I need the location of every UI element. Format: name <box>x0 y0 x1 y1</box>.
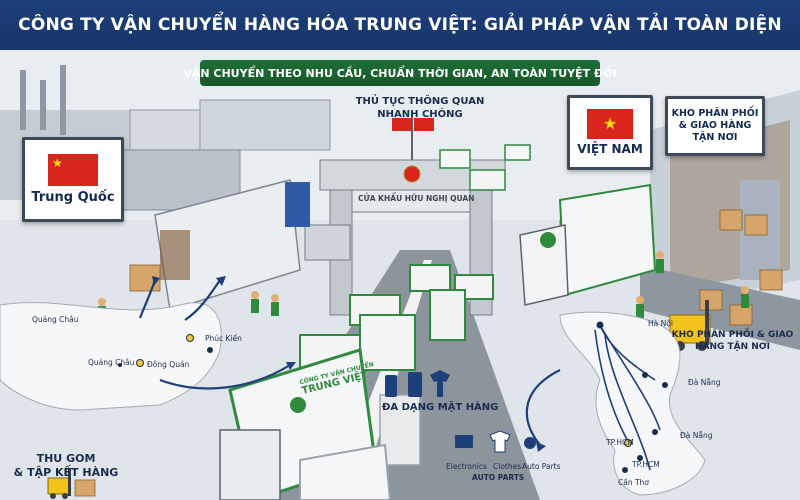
page-title: CÔNG TY VẬN CHUYỂN HÀNG HÓA TRUNG VIỆT: … <box>18 15 782 35</box>
china-city-label: Đông Quản <box>147 360 190 369</box>
vietnam-city-label: TP.HCM <box>606 438 634 447</box>
collection-label-line2: & TẬP KẾT HÀNG <box>13 466 119 480</box>
header-banner: CÔNG TY VẬN CHUYỂN HÀNG HÓA TRUNG VIỆT: … <box>0 0 800 50</box>
vietnam-map <box>559 311 706 496</box>
china-truck <box>154 179 310 311</box>
product-item-label: Clothes <box>493 462 522 471</box>
products-title-text: ĐA DẠNG MẶT HÀNG <box>382 402 499 413</box>
products-title: ĐA DẠNG MẶT HÀNG <box>382 402 498 413</box>
distribution-sign-label: KHO PHÂN PHỐI & GIAO HÀNG TẬN NƠI <box>671 108 759 143</box>
china-sign: ★ Trung Quốc <box>22 137 124 222</box>
china-city-label: Phúc Kiến <box>205 334 242 343</box>
tagline-banner: VẬN CHUYỂN THEO NHU CẦU, CHUẨN THỜI GIAN… <box>183 60 617 86</box>
tagline-text: VẬN CHUYỂN THEO NHU CẦU, CHUẨN THỜI GIAN… <box>183 66 617 80</box>
forklift-right <box>669 300 711 351</box>
product-item-label: Auto Parts <box>522 462 561 471</box>
vietnam-city-label: TP.HCM <box>632 460 660 469</box>
vietnam-city-label: Đà Nẵng <box>680 431 713 440</box>
vietnam-sign-label: VIỆT NAM <box>577 142 643 156</box>
vietnam-truck <box>519 183 657 306</box>
front-truck-second <box>299 443 392 500</box>
vietnam-city-label: Đà Nẵng <box>688 378 721 387</box>
vietnam-distribution-label-text: KHO PHÂN PHỐI & GIAO HÀNG TẬN NƠI <box>671 330 794 352</box>
gate-name-text: CỬA KHẨU HỮU NGHỊ QUAN <box>358 194 475 203</box>
customs-label-text: THỦ TỤC THÔNG QUAN NHANH CHÓNG <box>355 96 485 120</box>
china-sign-label: Trung Quốc <box>31 190 115 205</box>
product-footer-label: AUTO PARTS <box>472 473 525 482</box>
china-flag: ★ <box>48 154 98 186</box>
china-city-label: Quảng Châu <box>88 358 135 367</box>
distribution-sign: KHO PHÂN PHỐI & GIAO HÀNG TẬN NƠI <box>665 96 765 156</box>
product-icons <box>385 370 536 453</box>
vietnam-sign: ★ VIỆT NAM <box>567 95 653 170</box>
customs-label: THỦ TỤC THÔNG QUAN NHANH CHÓNG <box>355 96 485 121</box>
collection-label-line1: THU GOM <box>36 452 96 465</box>
collection-label: THU GOM & TẬP KẾT HÀNG <box>6 452 126 481</box>
china-city-label: Quảng Châu <box>32 315 79 324</box>
collection-forklift <box>47 468 71 499</box>
vietnam-city-label: Cần Thơ <box>618 478 649 487</box>
gate-name: CỬA KHẨU HỮU NGHỊ QUAN <box>358 194 474 203</box>
vietnam-distribution-label: KHO PHÂN PHỐI & GIAO HÀNG TẬN NƠI <box>665 330 800 353</box>
vietnam-flag: ★ <box>587 109 633 139</box>
vietnam-city-label: Hà Nội <box>648 319 673 328</box>
product-item-label: Electronics <box>446 462 487 471</box>
